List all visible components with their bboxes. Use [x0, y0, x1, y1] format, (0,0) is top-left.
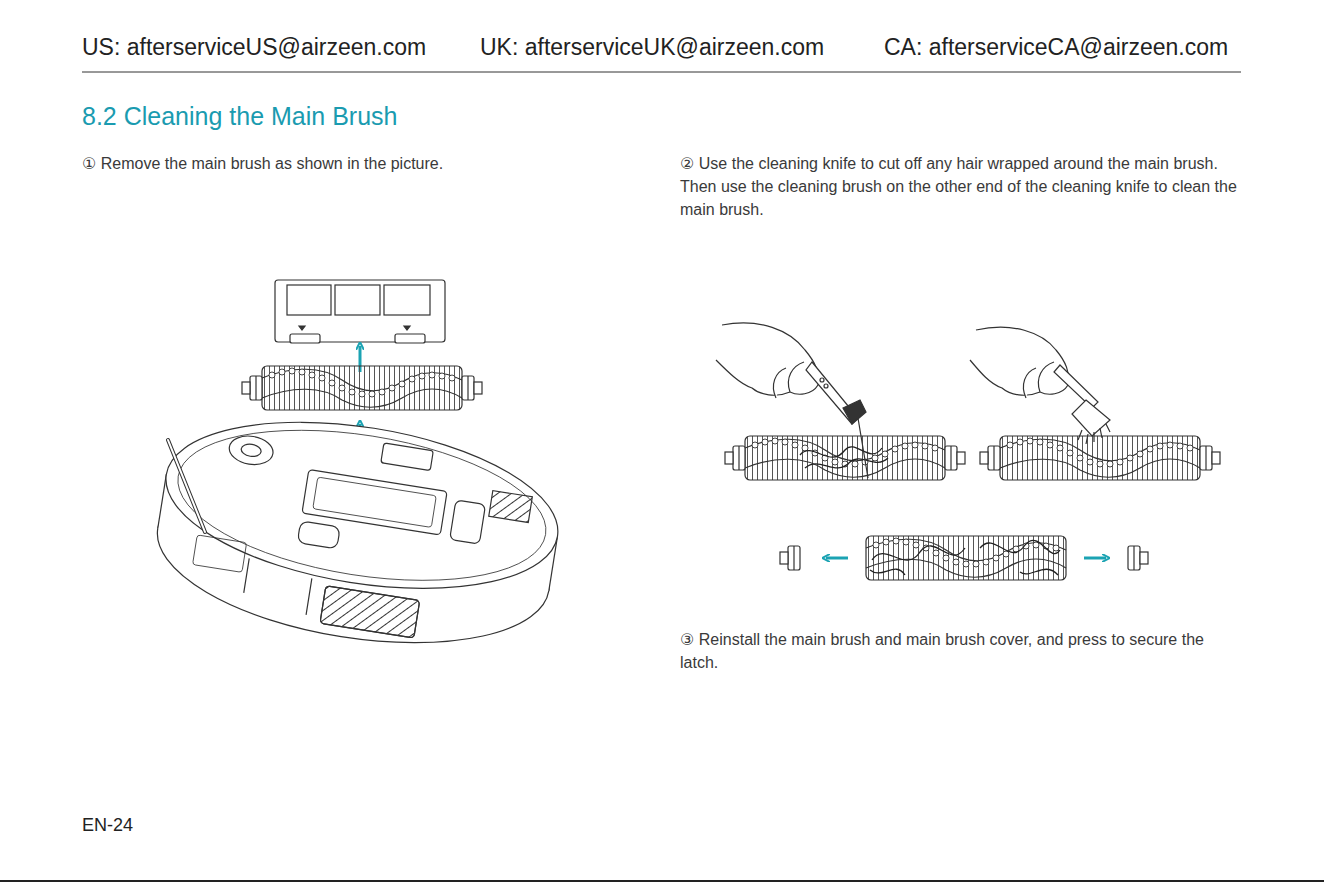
support-email: US: afterserviceUS@airzeen.com — [82, 34, 426, 61]
robot-vacuum — [146, 397, 570, 667]
header-rule — [82, 72, 1241, 73]
hair-tangle — [800, 447, 888, 468]
section-title: 8.2 Cleaning the Main Brush — [82, 102, 397, 131]
support-email: CA: afterserviceCA@airzeen.com — [884, 34, 1228, 61]
side-brush-arm — [168, 440, 205, 532]
main-brush — [725, 436, 965, 480]
main-brush — [242, 366, 482, 410]
support-email: UK: afterserviceUK@airzeen.com — [480, 34, 824, 61]
hand-with-cleaning-brush — [970, 327, 1110, 444]
step-text: ③ Reinstall the main brush and main brus… — [680, 628, 1240, 674]
page-number: EN-24 — [82, 815, 133, 836]
footer-rule — [0, 880, 1324, 882]
brush-cover — [275, 280, 445, 343]
step-text: ① Remove the main brush as shown in the … — [82, 152, 602, 175]
main-brush — [980, 436, 1220, 480]
hand-with-knife — [716, 323, 868, 478]
exploded-brush — [780, 536, 1148, 580]
step-text: ② Use the cleaning knife to cut off any … — [680, 152, 1240, 221]
